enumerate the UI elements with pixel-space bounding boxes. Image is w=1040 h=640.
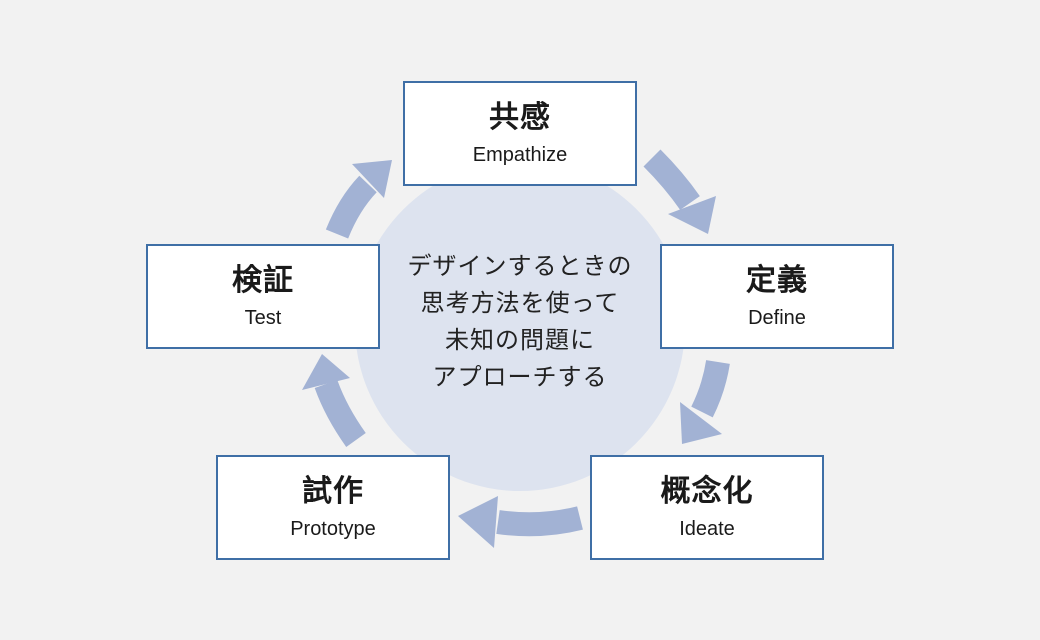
- stage-define-jp: 定義: [746, 262, 808, 298]
- stage-ideate: 概念化 Ideate: [590, 455, 824, 560]
- center-line-2: 思考方法を使って: [420, 289, 620, 317]
- stage-define-en: Define: [748, 306, 806, 329]
- stage-empathize-jp: 共感: [489, 99, 551, 135]
- center-line-4: アプローチする: [432, 363, 608, 391]
- stage-prototype: 試作 Prototype: [216, 455, 450, 560]
- stage-test-en: Test: [244, 306, 282, 329]
- center-description: デザインするときの 思考方法を使って 未知の問題に アプローチする: [370, 248, 670, 396]
- center-line-3: 未知の問題に: [445, 326, 595, 354]
- stage-prototype-jp: 試作: [302, 473, 364, 509]
- arrow-prototype-to-test: [302, 354, 366, 447]
- stage-define: 定義 Define: [660, 244, 894, 349]
- arrow-define-to-ideate: [680, 359, 730, 444]
- stage-ideate-en: Ideate: [679, 517, 735, 540]
- stage-ideate-jp: 概念化: [660, 473, 754, 509]
- arrow-ideate-to-prototype: [458, 496, 583, 548]
- stage-prototype-en: Prototype: [290, 517, 376, 540]
- arrow-empathize-to-define: [643, 149, 716, 234]
- stage-empathize: 共感 Empathize: [403, 81, 637, 186]
- stage-test: 検証 Test: [146, 244, 380, 349]
- center-circle: [355, 161, 685, 491]
- stage-test-jp: 検証: [232, 262, 294, 298]
- stage-empathize-en: Empathize: [472, 143, 568, 166]
- center-line-1: デザインするときの: [407, 252, 633, 280]
- arrow-test-to-empathize: [325, 160, 392, 239]
